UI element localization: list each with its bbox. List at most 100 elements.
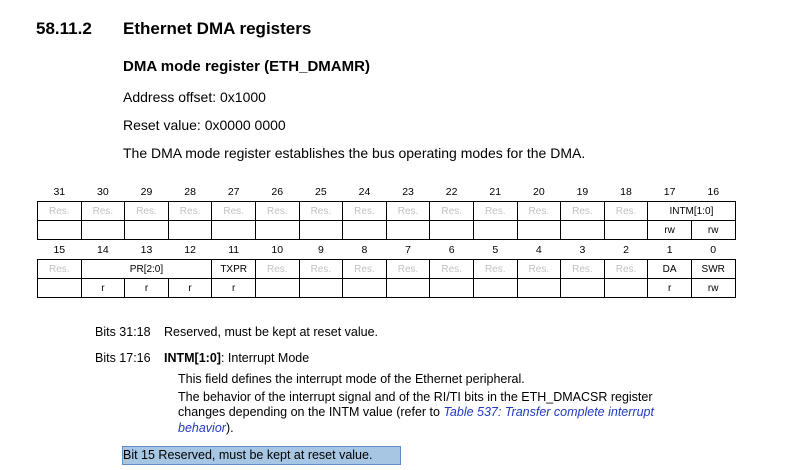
access-type: rw [690,220,736,240]
reserved-field: Res. [560,259,605,279]
reserved-field: Res. [516,259,562,279]
section-number: 58.11.2 [36,19,92,38]
reserved-field: Res. [429,259,474,279]
text-selection-highlight [122,446,401,465]
reserved-field: Res. [211,201,256,221]
reserved-field: Res. [298,259,344,279]
register-field: SWR [690,259,736,279]
access-type [211,220,256,240]
access-type [298,278,344,298]
access-type [37,220,82,240]
bits-17-16-label: Bits 17:16 [95,351,151,365]
intm-desc-line2: The behavior of the interrupt signal and… [178,390,653,404]
bit-number: 17 [663,186,676,198]
bit-number: 14 [97,244,109,256]
bit-number: 13 [140,244,153,256]
reset-value: Reset value: 0x0000 0000 [123,117,286,133]
access-type [560,220,605,240]
bits-17-16-heading: INTM[1:0]: Interrupt Mode [164,351,309,365]
bit-number: 31 [53,186,66,198]
address-offset: Address offset: 0x1000 [123,89,266,105]
bit-number: 29 [140,186,153,198]
access-type: r [211,278,256,298]
intm-desc-line1: This field defines the interrupt mode of… [178,372,525,386]
reserved-field: Res. [560,201,605,221]
table-537-link-cont[interactable]: behavior [178,421,226,435]
reserved-field: Res. [385,259,431,279]
bit-number: 10 [271,244,284,256]
access-type [124,220,169,240]
bit-number: 23 [402,186,414,198]
reserved-field: Res. [472,201,518,221]
reserved-field: Res. [167,201,213,221]
reserved-field: Res. [603,259,649,279]
access-type [516,278,562,298]
bit-number: 30 [97,186,109,198]
bit-number: 7 [405,244,411,256]
bit-number: 1 [666,244,673,256]
reserved-field: Res. [603,201,649,221]
bit-number: 6 [448,244,455,256]
access-type: r [167,278,213,298]
register-title: DMA mode register (ETH_DMAMR) [123,58,370,75]
register-field: PR[2:0] [80,259,213,279]
reserved-field: Res. [516,201,562,221]
bit-number: 5 [492,244,499,256]
reserved-field: Res. [254,259,300,279]
bit-number: 0 [710,244,717,256]
reserved-field: Res. [429,201,474,221]
intm-desc-line3-text: changes depending on the INTM value (ref… [178,405,444,419]
intm-desc-line4-end: ). [225,421,234,435]
access-type [385,220,431,240]
table-537-link[interactable]: Table 537: Transfer complete interrupt [443,405,654,419]
bit-number: 9 [317,244,324,256]
bit-number: 12 [184,244,196,256]
register-field: DA [647,259,692,279]
bit-number: 25 [315,186,327,198]
bits-31-18-label: Bits 31:18 [95,325,151,339]
access-type [429,278,474,298]
reserved-field: Res. [342,259,387,279]
register-description: The DMA mode register establishes the bu… [123,145,586,161]
reserved-field: Res. [385,201,431,221]
access-type [298,220,344,240]
bit-number: 26 [271,186,284,198]
access-type [342,278,387,298]
bit-number: 4 [535,244,542,256]
bit-number: 8 [361,244,368,256]
bit-number: 24 [358,186,371,198]
access-type: rw [647,220,692,240]
section-title: Ethernet DMA registers [123,19,312,38]
register-field: INTM[1:0] [647,201,736,221]
access-type [342,220,387,240]
intm-desc-line4: behavior). [178,421,234,435]
bit-number: 3 [579,244,586,256]
bit-number: 27 [227,186,240,198]
access-type [254,278,300,298]
register-field: TXPR [211,259,256,279]
access-type [80,220,126,240]
access-type [167,220,213,240]
access-type [37,278,82,298]
access-type: rw [690,278,736,298]
bits-31-18-text: Reserved, must be kept at reset value. [164,325,378,339]
access-type: r [647,278,692,298]
access-type [429,220,474,240]
access-type: r [124,278,169,298]
access-type [560,278,605,298]
bit-15-reserved-text[interactable]: Bit 15 Reserved, must be kept at reset v… [123,448,373,462]
bit-number: 11 [228,244,240,256]
bit-number: 28 [184,186,196,198]
intm-desc-line3: changes depending on the INTM value (ref… [178,405,654,419]
access-type [472,220,518,240]
reserved-field: Res. [298,201,344,221]
reserved-field: Res. [80,201,126,221]
access-type [254,220,300,240]
access-type [472,278,518,298]
bit-number: 2 [623,244,629,256]
bit-number: 15 [53,244,66,256]
reserved-field: Res. [124,201,169,221]
reserved-field: Res. [254,201,300,221]
bit-number: 20 [532,186,545,198]
